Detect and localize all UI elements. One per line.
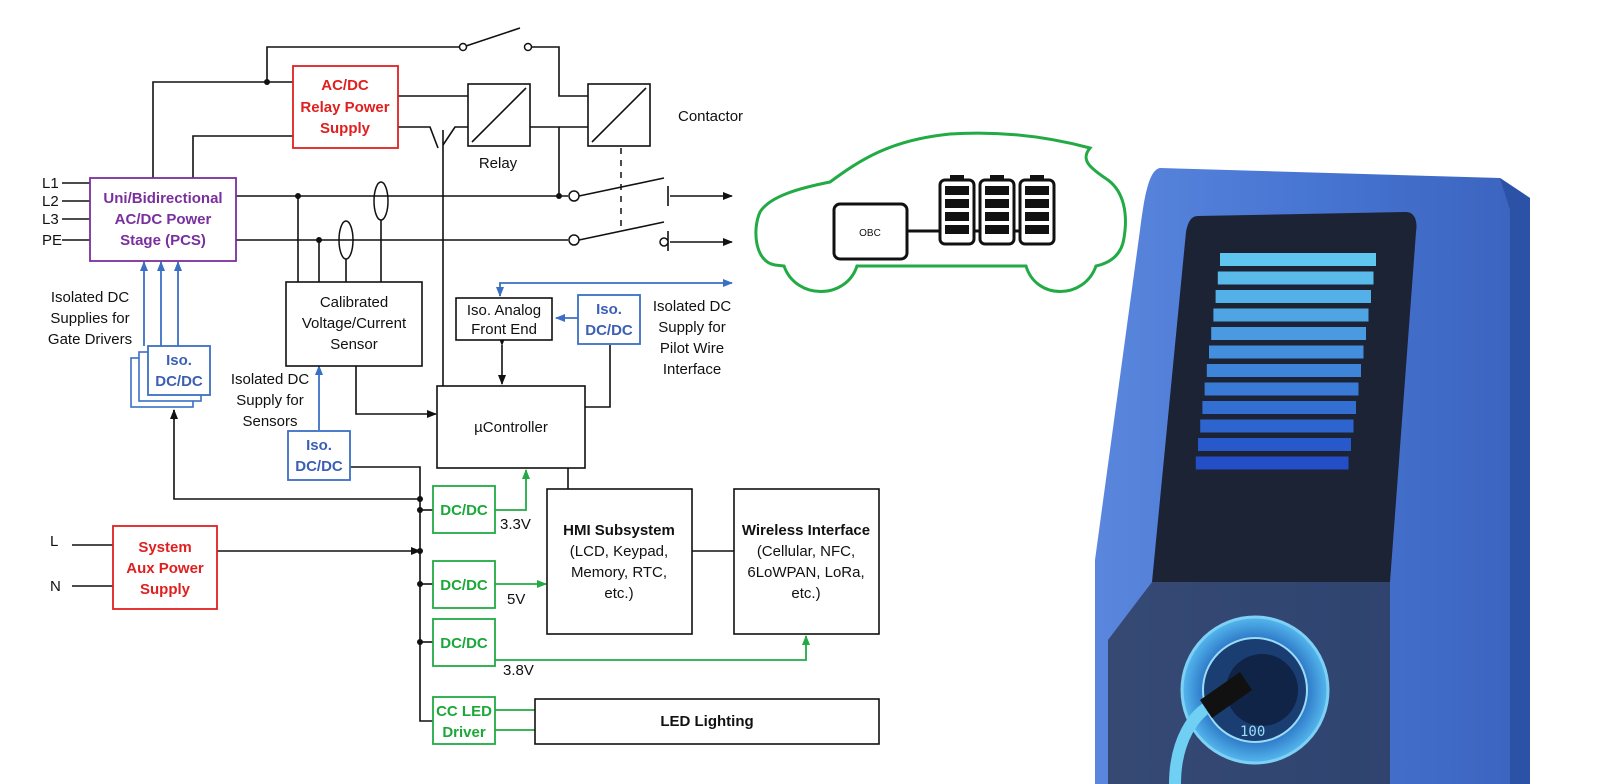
voltage-current-sensor-block: Calibrated Voltage/Current Sensor	[285, 281, 423, 367]
svg-text:Iso.: Iso.	[166, 352, 192, 369]
pcs-block: Uni/Bidirectional AC/DC Power Stage (PCS…	[89, 177, 237, 262]
pilot-supply-note: Isolated DC Supply for Pilot Wire Interf…	[653, 298, 732, 378]
svg-text:Sensor: Sensor	[330, 336, 378, 353]
svg-text:Pilot Wire: Pilot Wire	[660, 340, 724, 357]
svg-text:Supply: Supply	[320, 120, 371, 137]
charge-level-bar	[1206, 364, 1361, 377]
svg-text:L3: L3	[42, 211, 59, 228]
svg-text:Voltage/Current: Voltage/Current	[302, 315, 407, 332]
svg-text:Contactor: Contactor	[678, 108, 743, 125]
charge-level-display	[1195, 253, 1376, 470]
gate-driver-supply-note: Isolated DC Supplies for Gate Drivers	[48, 289, 132, 348]
ev-charger-illustration: 100	[1095, 168, 1530, 784]
led-lighting-block: LED Lighting	[534, 698, 880, 745]
voltage-label-5v: 5V	[507, 591, 525, 608]
svg-text:Isolated DC: Isolated DC	[231, 371, 310, 388]
gate-driver-iso-dcdc-stack: Iso. DC/DC	[130, 345, 211, 408]
svg-text:6LoWPAN, LoRa,: 6LoWPAN, LoRa,	[747, 564, 864, 581]
svg-text:Relay Power: Relay Power	[300, 99, 389, 116]
svg-text:DC/DC: DC/DC	[155, 373, 203, 390]
svg-text:Driver: Driver	[442, 724, 486, 741]
electric-car-illustration: OBC	[754, 131, 1127, 293]
voltage-label-3v3: 3.3V	[500, 516, 531, 533]
sensor-supply-note: Isolated DC Supply for Sensors	[231, 371, 310, 430]
dial-readout: 100	[1240, 724, 1265, 740]
charge-level-bar	[1220, 253, 1376, 266]
svg-text:Relay: Relay	[479, 155, 518, 172]
svg-text:Supply for: Supply for	[236, 392, 304, 409]
svg-text:L: L	[50, 533, 58, 550]
svg-text:Supply for: Supply for	[658, 319, 726, 336]
dcdc-3v8-block: DC/DC	[432, 618, 496, 667]
svg-text:DC/DC: DC/DC	[440, 577, 488, 594]
hmi-subsystem-block: HMI Subsystem (LCD, Keypad, Memory, RTC,…	[546, 488, 693, 635]
cc-led-driver-block: CC LED Driver	[432, 696, 496, 745]
svg-text:Supplies for: Supplies for	[50, 310, 129, 327]
svg-text:Uni/Bidirectional: Uni/Bidirectional	[103, 190, 222, 207]
svg-text:etc.): etc.)	[791, 585, 820, 602]
svg-text:Isolated DC: Isolated DC	[51, 289, 130, 306]
dcdc-3v3-block: DC/DC	[432, 485, 496, 534]
svg-text:HMI Subsystem: HMI Subsystem	[563, 522, 675, 539]
svg-text:N: N	[50, 578, 61, 595]
svg-text:DC/DC: DC/DC	[440, 635, 488, 652]
svg-text:PE: PE	[42, 232, 62, 249]
svg-text:Front End: Front End	[471, 321, 537, 338]
svg-text:Gate Drivers: Gate Drivers	[48, 331, 132, 348]
svg-text:Iso. Analog: Iso. Analog	[467, 302, 541, 319]
svg-text:Aux Power: Aux Power	[126, 560, 204, 577]
svg-text:(Cellular, NFC,: (Cellular, NFC,	[757, 543, 855, 560]
svg-text:etc.): etc.)	[604, 585, 633, 602]
charge-level-bar	[1202, 401, 1356, 414]
svg-text:Supply: Supply	[140, 581, 191, 598]
line-labels: L1 L2 L3 PE L N	[42, 175, 62, 595]
svg-text:Isolated DC: Isolated DC	[653, 298, 732, 315]
svg-text:Iso.: Iso.	[306, 437, 332, 454]
svg-text:Iso.: Iso.	[596, 301, 622, 318]
svg-text:L2: L2	[42, 193, 59, 210]
charge-level-bar	[1209, 345, 1364, 359]
charge-level-bar	[1211, 327, 1366, 340]
charge-level-bar	[1217, 271, 1374, 285]
svg-text:AC/DC: AC/DC	[321, 77, 369, 94]
svg-text:Memory, RTC,: Memory, RTC,	[571, 564, 667, 581]
sensor-iso-dcdc-block: Iso. DC/DC	[287, 430, 351, 481]
svg-text:System: System	[138, 539, 191, 556]
wireless-interface-block: Wireless Interface (Cellular, NFC, 6LoWP…	[733, 488, 880, 635]
charge-level-bar	[1215, 290, 1371, 303]
relay-power-supply-block: AC/DC Relay Power Supply	[292, 65, 399, 149]
svg-text:(LCD, Keypad,: (LCD, Keypad,	[570, 543, 668, 560]
battery-pack-icon	[938, 175, 1056, 246]
microcontroller-block: µController	[436, 385, 586, 469]
svg-text:DC/DC: DC/DC	[585, 322, 633, 339]
svg-text:AC/DC Power: AC/DC Power	[115, 211, 212, 228]
wiring	[62, 27, 810, 731]
svg-text:CC LED: CC LED	[436, 703, 492, 720]
charging-port-dial: 100	[1169, 615, 1330, 784]
contactor-coil-block: Contactor	[587, 83, 743, 147]
svg-text:L1: L1	[42, 175, 59, 192]
svg-text:µController: µController	[474, 419, 548, 436]
charge-level-bar	[1195, 456, 1349, 470]
charge-level-bar	[1198, 438, 1351, 451]
svg-text:DC/DC: DC/DC	[440, 502, 488, 519]
svg-text:Interface: Interface	[663, 361, 721, 378]
obc-label: OBC	[859, 228, 881, 239]
dcdc-5v-block: DC/DC	[432, 560, 496, 609]
svg-text:Wireless Interface: Wireless Interface	[742, 522, 870, 539]
svg-text:Stage (PCS): Stage (PCS)	[120, 232, 206, 249]
svg-text:Sensors: Sensors	[242, 413, 297, 430]
svg-text:Calibrated: Calibrated	[320, 294, 388, 311]
svg-text:LED Lighting: LED Lighting	[660, 713, 753, 730]
voltage-label-3v8: 3.8V	[503, 662, 534, 679]
charge-level-bar	[1204, 382, 1359, 396]
analog-front-end-block: Iso. Analog Front End	[455, 297, 553, 341]
charge-level-bar	[1200, 419, 1354, 433]
charge-level-bar	[1213, 308, 1369, 322]
aux-power-supply-block: System Aux Power Supply	[112, 525, 218, 610]
relay-coil-block: Relay	[467, 83, 531, 172]
svg-text:DC/DC: DC/DC	[295, 458, 343, 475]
pilot-iso-dcdc-block: Iso. DC/DC	[577, 294, 641, 345]
